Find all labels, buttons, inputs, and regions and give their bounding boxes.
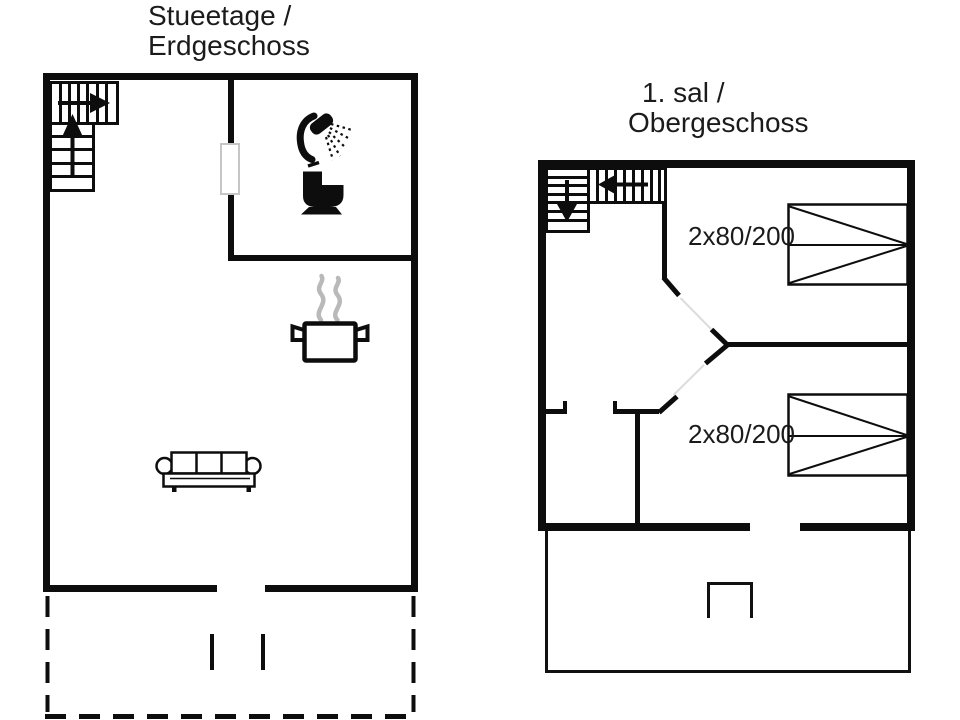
uf-balcony-bottom-edge [545, 670, 911, 673]
uf-staircase-icon [545, 167, 667, 233]
uf-balcony-left-edge [545, 531, 548, 673]
uf-wall-top [538, 160, 915, 168]
upper-floor-title-line1: 1. sal / [642, 77, 725, 108]
steam-icon [316, 273, 342, 323]
uf-room-divider-wall [635, 412, 640, 523]
sofa-icon [155, 451, 262, 492]
gf-staircase-icon [49, 81, 119, 192]
uf-wall-left [538, 160, 546, 531]
gf-terrace-outline [45, 596, 418, 719]
shower-icon [296, 112, 353, 163]
uf-door-jamb-left [563, 401, 567, 414]
gf-wall-bottom-left [43, 585, 217, 592]
upper-floor-title-line2: Obergeschoss [628, 107, 809, 138]
bed-icon-1 [787, 203, 909, 286]
uf-hall-wall-vertical [662, 203, 667, 279]
uf-wall-bottom-left [538, 523, 750, 531]
gf-bathroom-wall-upper [228, 80, 234, 144]
uf-stair-arrow-down-icon [557, 180, 577, 222]
gf-bathroom-wall-lower [228, 194, 234, 256]
bed-size-label-1: 2x80/200 [688, 221, 795, 251]
bed-size-label-2: 2x80/200 [688, 419, 795, 449]
gf-stair-arrow-up-icon [62, 114, 83, 177]
cooking-pot-icon [290, 321, 370, 363]
gf-wall-bottom-right [265, 585, 418, 592]
uf-door-leaves [672, 297, 712, 396]
gf-wall-left [43, 73, 50, 592]
gf-bathroom-door [220, 143, 240, 195]
uf-balcony-marker-right [750, 582, 753, 618]
uf-hall-wall-left-segment [546, 409, 567, 414]
ground-floor-title-line2: Erdgeschoss [148, 30, 310, 61]
gf-stair-arrow-right-icon [58, 93, 110, 113]
uf-balcony-marker-left [707, 582, 710, 618]
toilet-icon [301, 160, 344, 215]
uf-wall-bottom-right [800, 523, 915, 531]
gf-wall-top [43, 73, 418, 80]
gf-wall-right [411, 73, 418, 592]
gf-bathroom-wall-bottom [228, 255, 418, 261]
uf-stair-arrow-left-icon [598, 174, 648, 195]
ground-floor-title-line1: Stueetage / [148, 0, 292, 31]
uf-balcony-right-edge [908, 531, 911, 673]
uf-door-jamb-right [613, 401, 617, 414]
bed-icon-2 [787, 393, 909, 477]
uf-bedroom-divider-wall [725, 342, 908, 347]
uf-wall-right [907, 160, 915, 531]
uf-angled-wall-stubs [657, 275, 730, 415]
uf-balcony-marker-top [707, 582, 753, 585]
uf-hall-wall-right-segment [613, 409, 659, 414]
